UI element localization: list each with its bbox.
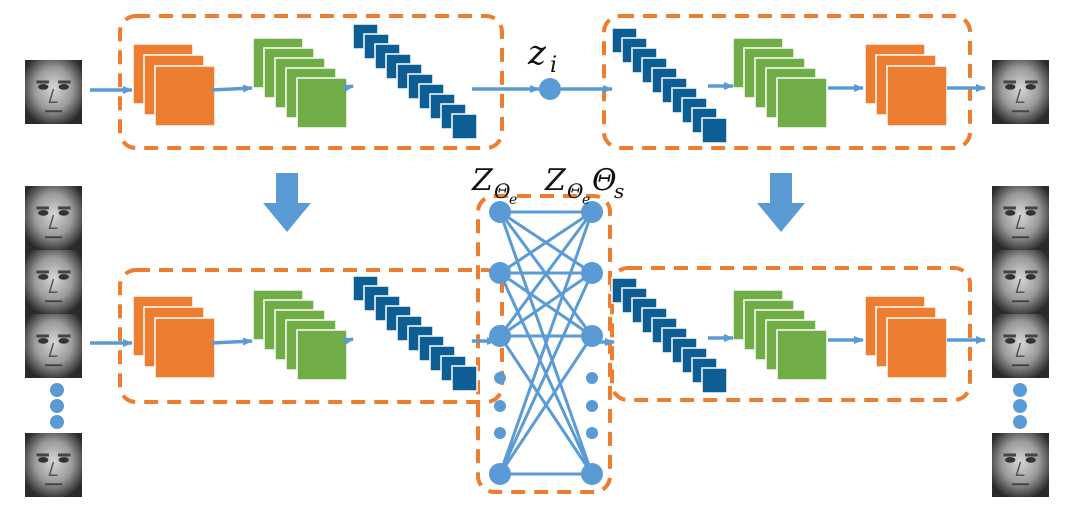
network-node — [581, 325, 603, 347]
orange-conv-stack — [132, 43, 216, 127]
network-edge — [498, 211, 594, 337]
green-conv-stack-b — [252, 289, 348, 381]
network-node — [489, 262, 511, 284]
blue-conv-stack-layer — [451, 113, 478, 140]
green-conv-stack-layer — [296, 77, 348, 129]
orange-deconv-stack-b-layer — [886, 317, 948, 379]
ellipsis-dot-icon — [586, 400, 598, 412]
face-photo — [992, 314, 1049, 378]
ellipsis-dot-icon — [586, 372, 598, 384]
ellipsis-dot-icon — [1013, 415, 1027, 429]
ellipsis-dot-icon — [494, 400, 506, 412]
network-edge — [498, 335, 594, 475]
down-arrow-right — [757, 173, 805, 232]
blue-deconv-stack-b — [611, 277, 728, 394]
decoder-box-bottom — [610, 266, 972, 402]
orange-conv-stack-layer — [154, 65, 216, 127]
label-z-i: z i — [527, 33, 557, 78]
ellipsis-dot-icon — [50, 415, 64, 429]
ellipsis-dot-icon — [50, 399, 64, 413]
ellipsis-dot-icon — [494, 427, 506, 439]
svg-text:e: e — [582, 192, 590, 208]
label-z-theta-e: Z Θ e — [471, 163, 517, 208]
encoder-box-top — [118, 14, 504, 150]
face-photo — [25, 433, 82, 497]
right-arrow-icon — [211, 337, 253, 346]
down-arrow-icon — [263, 173, 805, 232]
network-node — [489, 325, 511, 347]
svg-text:Z: Z — [471, 163, 494, 198]
orange-deconv-stack — [864, 43, 948, 127]
face-photo — [25, 60, 82, 124]
blue-deconv-stack — [611, 27, 728, 144]
ellipsis-dot-icon — [494, 372, 506, 384]
svg-text:Z: Z — [544, 163, 567, 198]
blue-conv-stack-b — [352, 275, 478, 392]
face-photo — [25, 250, 82, 314]
ellipsis-dot-icon — [50, 383, 64, 397]
label-z-theta-e-theta-s: Z Θ e Θ s — [544, 163, 624, 208]
face-photo — [25, 186, 82, 250]
orange-conv-stack-b-layer — [154, 317, 216, 379]
svg-text:i: i — [550, 53, 557, 78]
blue-conv-stack-b-layer — [451, 365, 478, 392]
face-photo — [992, 186, 1049, 250]
orange-conv-stack-b — [132, 295, 216, 379]
svg-text:s: s — [614, 179, 624, 203]
svg-text:e: e — [509, 192, 517, 208]
face-images — [25, 60, 1049, 497]
network-node — [581, 262, 603, 284]
face-photo — [992, 250, 1049, 314]
right-arrow-icon — [343, 84, 354, 93]
down-arrow-left — [263, 173, 311, 232]
network-edge — [499, 271, 593, 338]
green-deconv-stack-layer — [776, 77, 828, 129]
green-deconv-stack-b-layer — [776, 329, 828, 381]
self-expressive-network — [489, 201, 603, 485]
face-photo — [992, 433, 1049, 497]
green-conv-stack-b-layer — [296, 329, 348, 381]
decoder-box-top — [602, 14, 972, 150]
network-node — [489, 201, 511, 223]
network-node — [581, 463, 603, 485]
face-photo — [25, 314, 82, 378]
network-edge — [498, 272, 594, 475]
svg-text:z: z — [527, 33, 547, 73]
ellipsis-dot-icon — [1013, 399, 1027, 413]
network-node — [581, 201, 603, 223]
network-edge — [499, 210, 593, 275]
green-deconv-stack-b — [732, 289, 828, 381]
svg-text:Θ: Θ — [494, 179, 510, 203]
green-conv-stack — [252, 37, 348, 129]
network-edge — [498, 211, 594, 475]
green-deconv-stack — [732, 37, 828, 129]
svg-text:Θ: Θ — [592, 163, 617, 198]
face-photo — [992, 60, 1049, 124]
svg-text:Θ: Θ — [567, 179, 583, 203]
orange-deconv-stack-layer — [886, 65, 948, 127]
blue-deconv-stack-b-layer — [701, 367, 728, 394]
right-arrow-icon — [211, 84, 253, 93]
ellipsis-dot-icon — [1013, 383, 1027, 397]
ellipsis-dot-icon — [586, 427, 598, 439]
layer-stacks — [132, 23, 948, 394]
blue-deconv-stack-layer — [701, 117, 728, 144]
right-arrow-icon — [343, 337, 354, 346]
blue-conv-stack — [352, 23, 478, 140]
flow-arrows — [90, 82, 986, 347]
network-node — [489, 463, 511, 485]
latent-node-zi — [539, 78, 561, 100]
orange-deconv-stack-b — [864, 295, 948, 379]
